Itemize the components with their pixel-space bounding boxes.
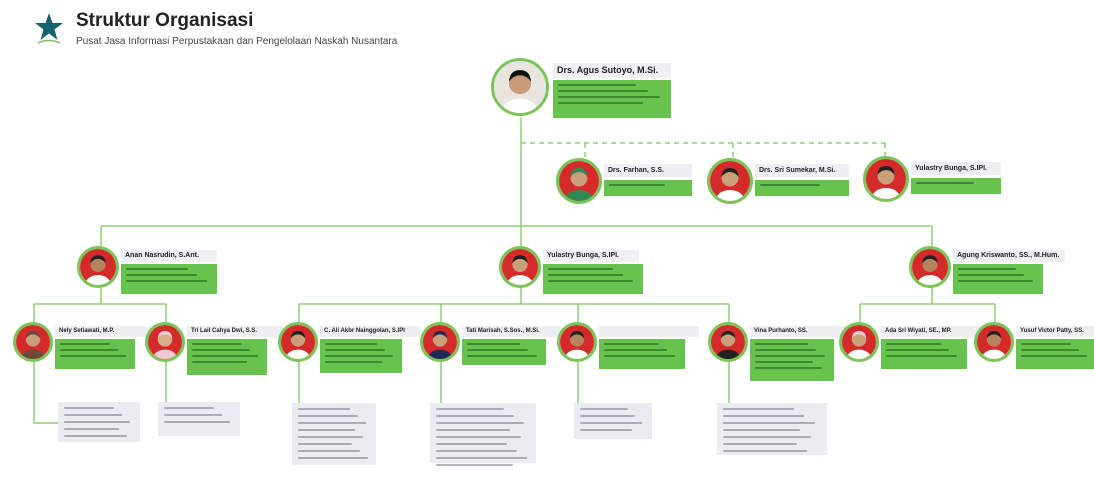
avatar — [491, 58, 549, 116]
role-box — [604, 180, 692, 196]
person-name: Anan Nasrudin, S.Ant. — [121, 250, 217, 262]
person-name: Tri Lail Cahya Dwi, S.S. — [187, 326, 283, 337]
person-name: Drs. Agus Sutoyo, M.Si. — [553, 63, 671, 78]
duty-list-box — [717, 403, 827, 455]
duty-list-box — [574, 403, 652, 439]
role-box — [320, 339, 402, 373]
star-logo-icon — [35, 13, 63, 44]
role-box — [543, 264, 643, 294]
person-name: Drs. Sri Sumekar, M.Si. — [755, 164, 849, 177]
person-name: Yulastry Bunga, S.IPI. — [543, 250, 639, 262]
duty-list-box — [430, 403, 536, 466]
person-portrait-icon — [710, 161, 750, 201]
person-portrait-icon — [560, 325, 594, 359]
role-box — [750, 339, 834, 381]
person-portrait-icon — [912, 249, 948, 285]
avatar — [278, 322, 318, 362]
person-portrait-icon — [494, 61, 546, 113]
avatar — [77, 246, 119, 288]
person-name: Tati Marisah, S.Sos., M.Si. — [462, 326, 562, 337]
person-portrait-icon — [842, 325, 876, 359]
role-box — [55, 339, 135, 369]
page-subtitle: Pusat Jasa Informasi Perpustakaan dan Pe… — [76, 36, 398, 47]
duty-list-box — [158, 402, 240, 436]
person-name: Vina Purhanto, SS. — [750, 326, 846, 337]
avatar — [708, 322, 748, 362]
avatar — [13, 322, 53, 362]
avatar — [839, 322, 879, 362]
avatar — [145, 322, 185, 362]
page-title: Struktur Organisasi — [76, 10, 254, 31]
person-portrait-icon — [711, 325, 745, 359]
role-box — [881, 339, 967, 369]
avatar — [557, 322, 597, 362]
person-portrait-icon — [80, 249, 116, 285]
duty-list-box — [58, 402, 140, 442]
person-name: Yusuf Victor Patty, SS. — [1016, 326, 1094, 337]
person-portrait-icon — [559, 161, 599, 201]
avatar — [909, 246, 951, 288]
avatar — [420, 322, 460, 362]
role-box — [187, 339, 267, 375]
person-name — [599, 326, 699, 337]
avatar — [499, 246, 541, 288]
role-box — [755, 180, 849, 196]
person-portrait-icon — [502, 249, 538, 285]
role-box — [953, 264, 1043, 294]
avatar — [556, 158, 602, 204]
role-box — [121, 264, 217, 294]
role-box — [462, 339, 546, 365]
person-portrait-icon — [148, 325, 182, 359]
role-box — [599, 339, 685, 369]
person-portrait-icon — [281, 325, 315, 359]
person-portrait-icon — [977, 325, 1011, 359]
person-name: Drs. Farhan, S.S. — [604, 164, 692, 177]
person-name: Yulastry Bunga, S.IPI. — [911, 162, 1001, 175]
role-box — [553, 80, 671, 118]
person-portrait-icon — [866, 159, 906, 199]
avatar — [707, 158, 753, 204]
duty-list-box — [292, 403, 376, 465]
avatar — [974, 322, 1014, 362]
person-name: Ada Sri Wiyati, SE., MP. — [881, 326, 983, 337]
person-name: C. Ali Akbr Nainggolan, S.IPI — [320, 326, 420, 337]
person-portrait-icon — [16, 325, 50, 359]
person-name: Agung Kriswanto, SS., M.Hum. — [953, 250, 1065, 262]
person-name: Nely Setiawati, M.P. — [55, 326, 151, 337]
role-box — [911, 178, 1001, 194]
person-portrait-icon — [423, 325, 457, 359]
avatar — [863, 156, 909, 202]
role-box — [1016, 339, 1094, 369]
